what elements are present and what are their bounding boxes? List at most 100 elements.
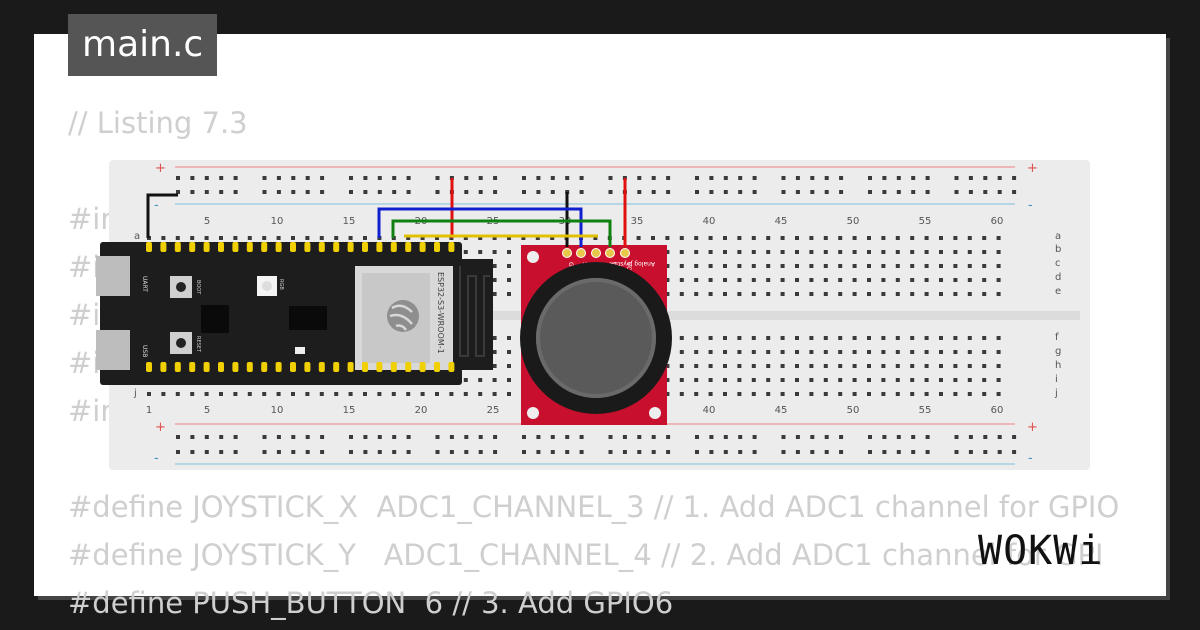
breadboard-hole	[867, 350, 871, 354]
breadboard-hole	[823, 350, 828, 354]
breadboard-hole	[219, 236, 223, 240]
breadboard-hole	[637, 190, 642, 194]
breadboard-hole	[939, 292, 943, 296]
breadboard-hole	[695, 450, 699, 454]
breadboard-hole	[363, 435, 368, 439]
boot-label: BOOT	[195, 280, 201, 295]
rgb-led-lens	[262, 281, 272, 291]
breadboard-hole	[967, 392, 972, 396]
breadboard-hole	[723, 278, 727, 282]
minus-label: -	[1028, 451, 1033, 466]
breadboard-hole	[305, 392, 310, 396]
breadboard-hole	[723, 435, 728, 439]
plus-label: +	[155, 420, 166, 435]
breadboard-hole	[838, 250, 843, 254]
breadboard-hole	[507, 336, 511, 340]
column-number: 25	[487, 405, 500, 416]
breadboard-hole	[738, 435, 743, 439]
breadboard-hole	[895, 278, 900, 282]
breadboard-hole	[896, 190, 901, 194]
breadboard-hole	[493, 190, 498, 194]
breadboard-hole	[665, 278, 670, 282]
breadboard-hole	[679, 392, 684, 396]
breadboard-hole	[320, 176, 325, 180]
breadboard-hole	[522, 450, 526, 454]
antenna-trace	[459, 266, 490, 357]
breadboard-hole	[204, 435, 209, 439]
breadboard-hole	[881, 350, 886, 354]
breadboard-hole	[219, 450, 224, 454]
breadboard-hole	[852, 264, 857, 268]
breadboard-hole	[694, 392, 699, 396]
breadboard-hole	[982, 236, 987, 240]
column-number: 50	[847, 405, 860, 416]
breadboard-hole	[809, 292, 814, 296]
column-number: 5	[204, 405, 210, 416]
file-tab[interactable]: main.c	[68, 14, 218, 76]
breadboard-hole	[694, 350, 699, 354]
breadboard-hole	[953, 278, 958, 282]
breadboard-hole	[637, 176, 642, 180]
breadboard-hole	[867, 378, 871, 382]
column-number: 60	[991, 216, 1004, 227]
esp32-pin	[419, 242, 426, 252]
breadboard-hole	[449, 435, 454, 439]
breadboard-hole	[507, 250, 511, 254]
esp32-board[interactable]: UART USB BOOT RESET RGB ESP32-S3-WROOM-1	[96, 242, 493, 385]
breadboard-hole	[435, 450, 440, 454]
breadboard-hole	[291, 450, 296, 454]
row-letter: h	[1055, 360, 1061, 371]
breadboard-hole	[824, 435, 829, 439]
breadboard-hole	[852, 336, 857, 340]
wire-blue[interactable]	[377, 207, 583, 247]
analog-joystick[interactable]: Analog Joystick VCCVERTHORZSELGND	[520, 245, 672, 425]
wire-black[interactable]	[146, 193, 178, 238]
breadboard-hole	[766, 236, 771, 240]
breadboard-hole	[895, 392, 900, 396]
breadboard-hole	[565, 176, 570, 180]
breadboard-hole	[276, 176, 281, 180]
breadboard-hole	[852, 378, 857, 382]
breadboard-hole	[1012, 450, 1017, 454]
breadboard-hole	[493, 176, 498, 180]
breadboard-hole	[954, 435, 959, 439]
breadboard-hole	[723, 350, 727, 354]
breadboard-hole	[708, 378, 713, 382]
breadboard-hole	[838, 264, 843, 268]
breadboard-hole	[550, 450, 555, 454]
breadboard-hole	[737, 350, 742, 354]
breadboard-hole	[507, 264, 511, 268]
breadboard-hole	[925, 450, 930, 454]
breadboard-hole	[665, 378, 670, 382]
breadboard-hole	[478, 392, 483, 396]
breadboard-hole	[349, 435, 353, 439]
breadboard-hole	[176, 450, 180, 454]
breadboard-hole	[896, 450, 901, 454]
breadboard-hole	[349, 190, 353, 194]
esp32-pin	[189, 362, 196, 372]
breadboard-hole	[795, 236, 799, 240]
breadboard-hole	[795, 378, 799, 382]
esp32-pin	[160, 362, 167, 372]
breadboard-hole	[709, 435, 714, 439]
joystick-cap[interactable]	[536, 278, 656, 398]
breadboard-hole	[896, 176, 901, 180]
breadboard-hole	[550, 435, 555, 439]
breadboard-hole	[435, 176, 440, 180]
wire-green[interactable]	[391, 219, 612, 247]
breadboard-hole	[996, 264, 1001, 268]
breadboard-hole	[737, 392, 742, 396]
breadboard-hole	[219, 190, 224, 194]
breadboard-hole	[939, 264, 943, 268]
breadboard-hole	[190, 392, 195, 396]
breadboard-hole	[809, 378, 814, 382]
breadboard-hole	[780, 250, 785, 254]
breadboard-hole	[651, 450, 656, 454]
breadboard-hole	[190, 236, 195, 240]
breadboard-hole	[953, 378, 958, 382]
breadboard-hole	[852, 250, 857, 254]
breadboard-hole	[204, 236, 209, 240]
breadboard-hole	[751, 250, 756, 254]
esp32-pin	[146, 242, 152, 252]
breadboard-hole	[550, 176, 555, 180]
